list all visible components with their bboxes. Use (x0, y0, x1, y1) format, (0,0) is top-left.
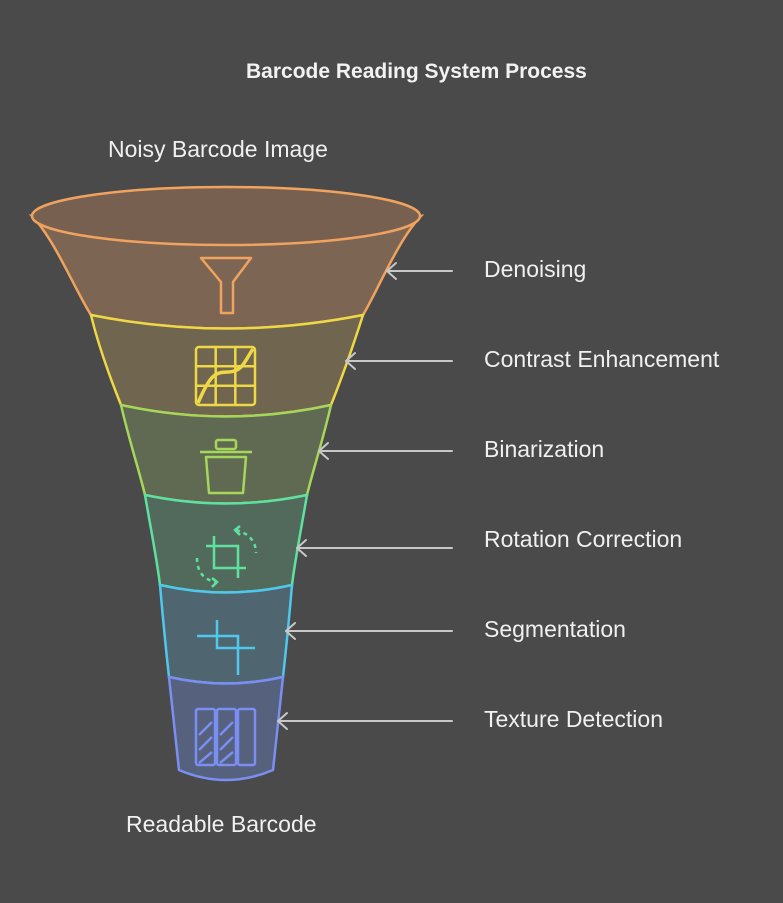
funnel-segment-rotation-correction (143, 493, 309, 594)
stage-label-segmentation: Segmentation (484, 616, 626, 642)
texture-bars-icon (194, 707, 257, 767)
diagram-title: Barcode Reading System Process (246, 60, 587, 83)
stage-label-rotation-correction: Rotation Correction (484, 526, 683, 552)
arrow-binarization (318, 442, 453, 460)
funnel-segment-segmentation (158, 583, 294, 685)
arrow-segmentation (285, 622, 453, 640)
stage-label-binarization: Binarization (484, 436, 605, 462)
arrow-texture-detection (277, 712, 453, 730)
arrow-denoising (386, 262, 453, 280)
arrow-contrast-enhancement (345, 352, 453, 370)
funnel-segment-denoising (28, 185, 425, 330)
crop-icon (197, 620, 255, 675)
rotate-crop-icon (195, 525, 258, 588)
stage-label-texture-detection: Texture Detection (484, 706, 663, 732)
arrow-rotation-correction (296, 539, 453, 557)
funnel-segment-binarization (119, 403, 333, 505)
funnel-icon (199, 256, 253, 315)
stage-label-contrast-enhancement: Contrast Enhancement (484, 346, 720, 372)
funnel-output-label: Readable Barcode (126, 811, 317, 837)
curve-grid-icon (194, 345, 257, 407)
bucket-icon (200, 438, 252, 495)
stage-label-denoising: Denoising (484, 256, 587, 282)
funnel-input-label: Noisy Barcode Image (108, 136, 328, 162)
